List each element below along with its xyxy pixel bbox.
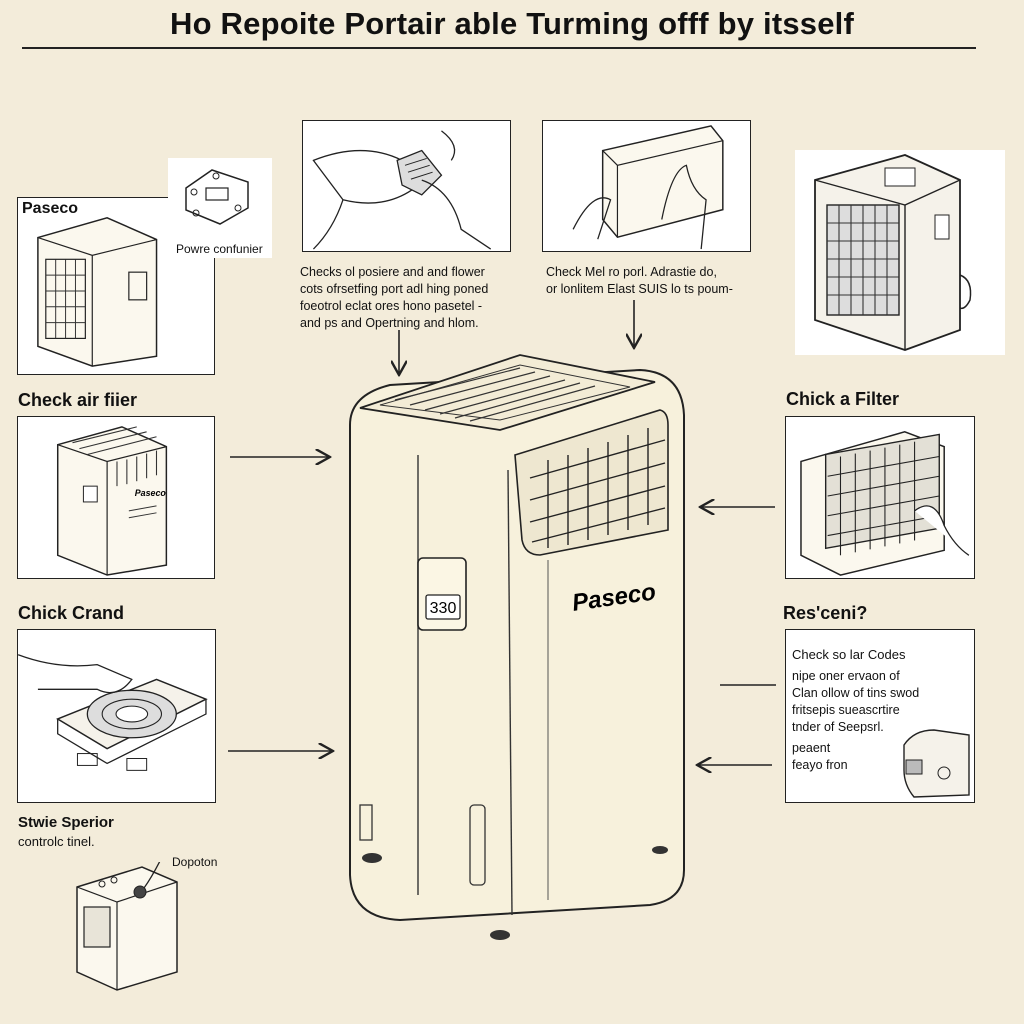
error-codes-panel: Check so lar Codes nipe oner ervaon of C… bbox=[785, 629, 975, 803]
codes-heading: Check so lar Codes bbox=[792, 647, 906, 662]
crand-panel bbox=[17, 629, 216, 803]
panel-removal-panel bbox=[542, 120, 751, 252]
stwie-sub: controlc tinel. bbox=[18, 834, 95, 849]
unit-photo-top-right bbox=[795, 150, 1005, 355]
page-title: Ho Repoite Portair able Turming offf by … bbox=[170, 6, 854, 41]
center-note-2: Check Mel ro porl. Adrastie do, or lonli… bbox=[546, 265, 733, 296]
control-panel-device-icon bbox=[76, 862, 178, 991]
unit-display-readout: 330 bbox=[430, 600, 457, 617]
power-connector-callout: Powre confunier bbox=[168, 158, 272, 258]
check-a-filter-label: Chick a Filter bbox=[786, 389, 900, 409]
hands-disassembly-panel bbox=[302, 120, 511, 252]
code-display-closeup bbox=[903, 729, 970, 798]
stwie-title: Stwie Sperior bbox=[18, 814, 114, 831]
power-connector-label: Powre confunier bbox=[176, 242, 263, 256]
title-divider bbox=[22, 47, 976, 49]
small-unit-brand: Paseco bbox=[135, 488, 167, 498]
filter-panel-right bbox=[785, 416, 975, 579]
dopoton-label: Dopoton bbox=[172, 855, 218, 869]
paseco-label: Paseco bbox=[22, 200, 79, 217]
center-note-1: Checks ol posiere and and flower cots of… bbox=[300, 265, 489, 330]
codes-footer: peaent feayo fron bbox=[792, 741, 848, 772]
resceni-label: Res'ceni? bbox=[783, 603, 868, 623]
air-filter-panel: Paseco bbox=[17, 416, 215, 579]
check-crand-label: Chick Crand bbox=[18, 603, 125, 623]
codes-lines: nipe oner ervaon of Clan ollow of tins s… bbox=[792, 669, 920, 734]
check-air-filter-label: Check air fiier bbox=[18, 390, 138, 410]
